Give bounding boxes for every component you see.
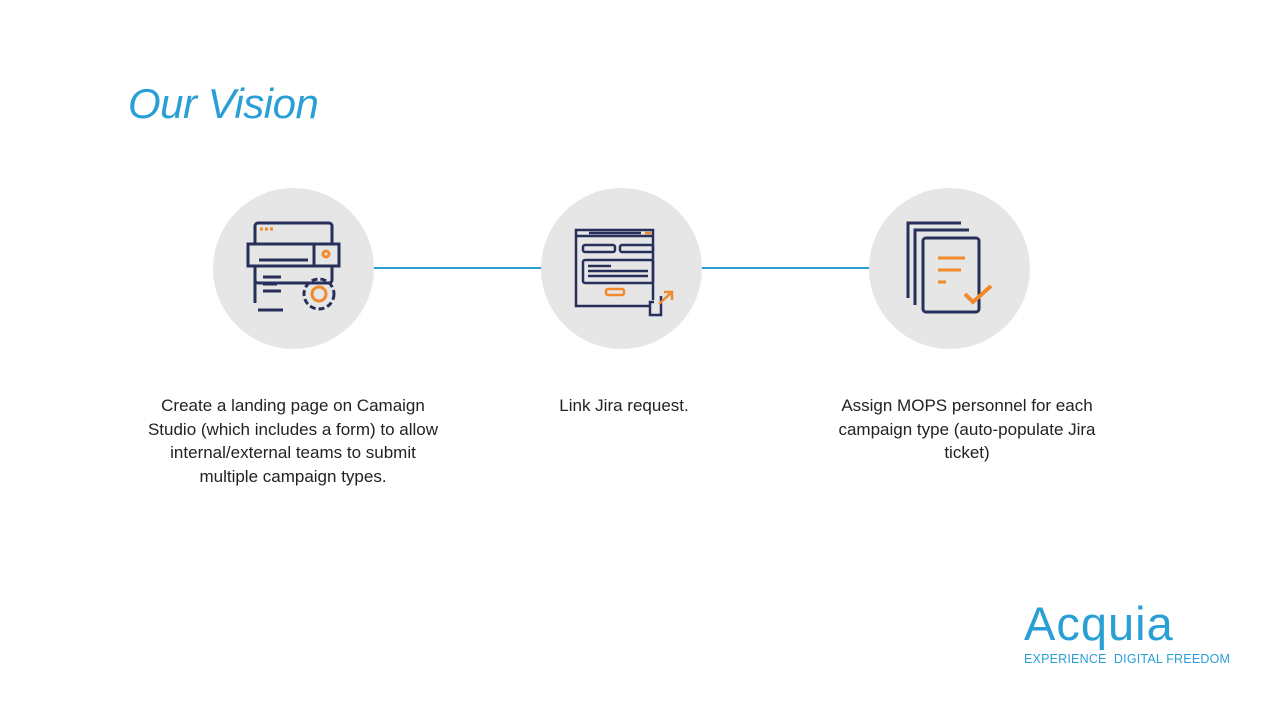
step-2-circle <box>541 188 702 349</box>
step-1-circle <box>213 188 374 349</box>
slide-title: Our Vision <box>128 80 319 127</box>
step-1-description: Create a landing page on Camaign Studio … <box>147 396 439 486</box>
logo-wordmark: Acquia <box>1024 597 1174 650</box>
step-3-circle <box>869 188 1030 349</box>
step-2-description: Link Jira request. <box>559 396 689 415</box>
logo-tagline: EXPERIENCE DIGITAL FREEDOM <box>1024 652 1231 666</box>
web-settings-icon <box>246 221 341 312</box>
step-3-description: Assign MOPS personnel for each campaign … <box>838 396 1096 462</box>
web-form-link-icon <box>574 228 674 317</box>
documents-check-icon <box>906 221 993 314</box>
connector-line <box>373 267 541 269</box>
acquia-logo: Acquia EXPERIENCE DIGITAL FREEDOM <box>1024 597 1231 666</box>
connector-line <box>701 267 869 269</box>
